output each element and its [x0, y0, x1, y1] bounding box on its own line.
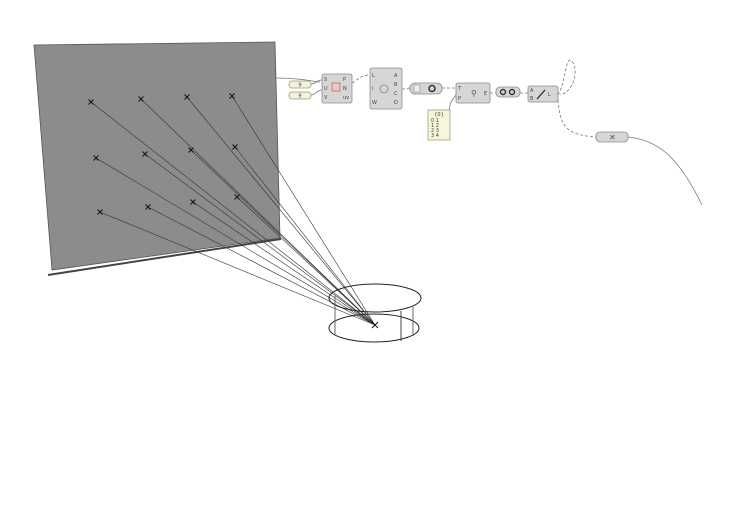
panel-header: {0} — [434, 112, 444, 118]
point-marker — [184, 94, 190, 100]
graft-component[interactable] — [409, 82, 443, 95]
input-label: P — [458, 96, 461, 102]
panel-row: 3 4 — [431, 133, 439, 139]
input-label: V — [324, 95, 328, 101]
ray-line — [140, 98, 376, 326]
panel-row: 0 1 — [431, 118, 439, 124]
ray-line — [192, 201, 376, 326]
ray-line — [236, 196, 376, 326]
divide-surface-component[interactable]: S U V P N uv — [321, 73, 353, 104]
output-label: B — [394, 82, 398, 88]
point-markers — [88, 93, 240, 215]
ray-line — [186, 96, 376, 326]
list-item-component[interactable]: L i W A B C D — [369, 67, 403, 110]
input-label: S — [324, 77, 327, 83]
input-label: A — [530, 88, 534, 94]
input-label: i — [372, 86, 373, 92]
panel-row: 2 3 — [431, 128, 439, 134]
point-marker — [232, 144, 238, 150]
target-point-marker — [371, 321, 379, 329]
output-label: L — [548, 92, 551, 98]
ray-lines — [90, 95, 376, 326]
input-label: W — [372, 100, 377, 106]
point-marker — [88, 99, 94, 105]
input-label: U — [324, 86, 328, 92]
point-marker — [93, 155, 99, 161]
input-label: T — [457, 86, 462, 92]
list-icon — [379, 84, 389, 94]
ray-line — [231, 95, 376, 326]
tree-icon: ⚲ — [471, 89, 477, 98]
output-label: D — [394, 100, 398, 106]
surface-edge — [47, 238, 282, 276]
data-panel[interactable]: {0} 0 1 1 2 2 3 3 4 — [427, 109, 451, 141]
point-marker — [145, 204, 151, 210]
slider-b-value: 9 — [298, 94, 301, 100]
ring-icon — [428, 84, 436, 93]
ring-icon — [508, 88, 516, 96]
number-slider-b[interactable]: 9 — [288, 91, 312, 100]
point-marker — [188, 147, 194, 153]
ray-line — [234, 146, 376, 326]
tree-branch-component[interactable]: T P ⚲ E — [455, 82, 491, 104]
ray-line — [190, 149, 376, 326]
point-marker — [142, 151, 148, 157]
panel-row: 1 2 — [431, 123, 439, 129]
output-label: C — [394, 91, 398, 97]
point-param-a[interactable] — [495, 86, 521, 98]
ring-icon — [499, 88, 507, 96]
point-marker — [97, 209, 103, 215]
number-slider-a[interactable]: 9 — [288, 80, 312, 89]
surface-plane — [33, 41, 281, 271]
input-label: L — [372, 73, 375, 79]
input-label: B — [530, 96, 534, 102]
point-marker — [190, 199, 196, 205]
curve-icon: ✕ — [609, 133, 616, 142]
ray-line — [95, 157, 376, 326]
point-marker — [138, 96, 144, 102]
output-label: A — [394, 73, 398, 79]
ray-line — [90, 101, 376, 326]
ray-line — [99, 211, 376, 326]
output-label: E — [484, 91, 487, 97]
output-label: P — [343, 77, 346, 83]
point-marker — [234, 194, 240, 200]
curve-param-component[interactable]: ✕ — [595, 131, 629, 143]
cylinder — [328, 283, 422, 343]
output-label: uv — [343, 95, 349, 101]
output-label: N — [343, 86, 347, 92]
ray-line — [144, 153, 376, 326]
param-icon — [413, 84, 421, 93]
line-icon — [536, 89, 546, 100]
surface-icon — [331, 82, 341, 92]
line-component[interactable]: A B L — [527, 85, 559, 103]
slider-a-value: 9 — [298, 83, 301, 89]
ray-line — [147, 206, 376, 326]
point-marker — [229, 93, 235, 99]
